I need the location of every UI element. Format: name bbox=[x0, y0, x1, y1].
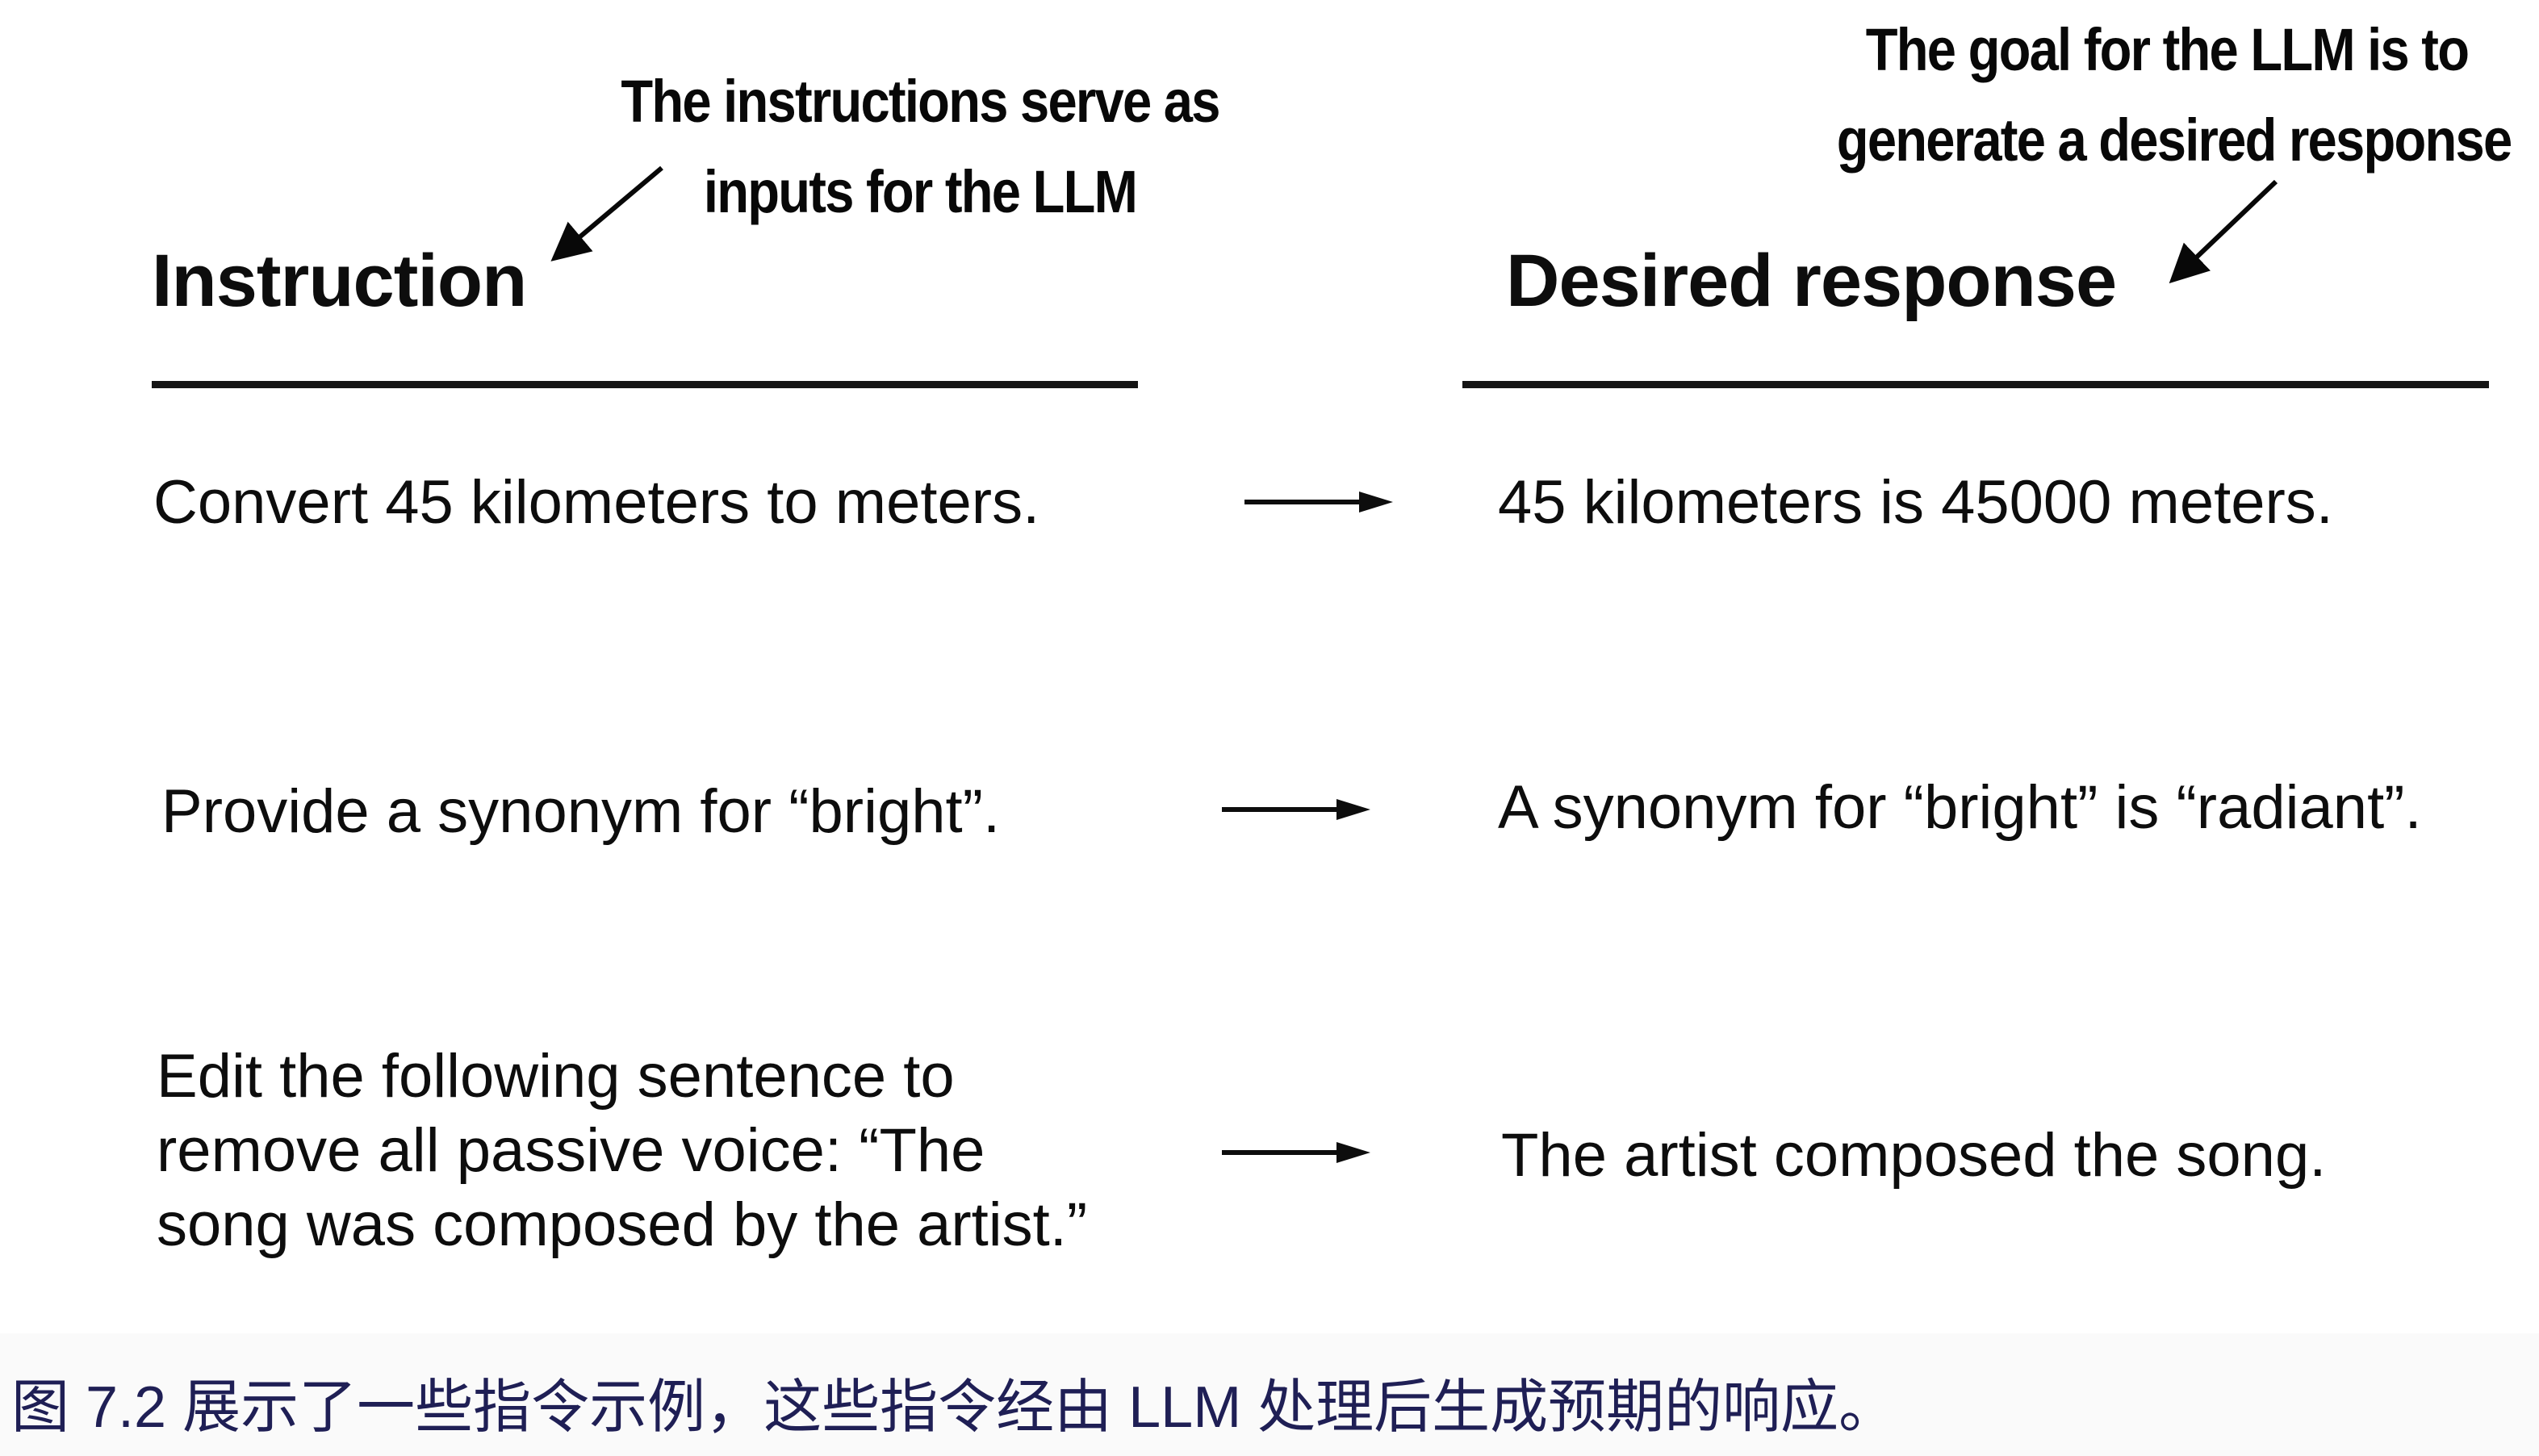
column-header-desired-response: Desired response bbox=[1506, 240, 2117, 322]
header-rule-right bbox=[1462, 381, 2489, 388]
annotation-line: The instructions serve as bbox=[621, 68, 1220, 135]
annotation-instructions-input: The instructions serve as inputs for the… bbox=[600, 56, 1240, 237]
instruction-cell: Convert 45 kilometers to meters. bbox=[153, 468, 1040, 537]
arrow-right-icon bbox=[1222, 799, 1370, 820]
caption-background-strip bbox=[0, 1333, 2539, 1456]
instruction-cell: Edit the following sentence to remove al… bbox=[157, 1042, 1088, 1259]
response-cell: A synonym for “bright” is “radiant”. bbox=[1498, 773, 2422, 842]
response-cell: The artist composed the song. bbox=[1501, 1121, 2327, 1190]
annotation-line: generate a desired response bbox=[1836, 107, 2512, 174]
annotation-arrow-right-icon bbox=[2169, 179, 2278, 284]
figure-caption: 图 7.2 展示了一些指令示例，这些指令经由 LLM 处理后生成预期的响应。 bbox=[11, 1375, 1897, 1440]
annotation-goal-response: The goal for the LLM is to generate a de… bbox=[1836, 5, 2512, 186]
annotation-arrow-left-icon bbox=[550, 165, 663, 261]
arrow-right-icon bbox=[1222, 1142, 1370, 1163]
arrow-right-icon bbox=[1244, 492, 1393, 513]
annotation-line: The goal for the LLM is to bbox=[1865, 16, 2470, 83]
column-header-instruction: Instruction bbox=[152, 240, 527, 322]
header-rule-left bbox=[152, 381, 1138, 388]
response-cell: 45 kilometers is 45000 meters. bbox=[1498, 468, 2333, 537]
annotation-line: inputs for the LLM bbox=[703, 158, 1138, 225]
instruction-cell: Provide a synonym for “bright”. bbox=[161, 777, 1001, 846]
